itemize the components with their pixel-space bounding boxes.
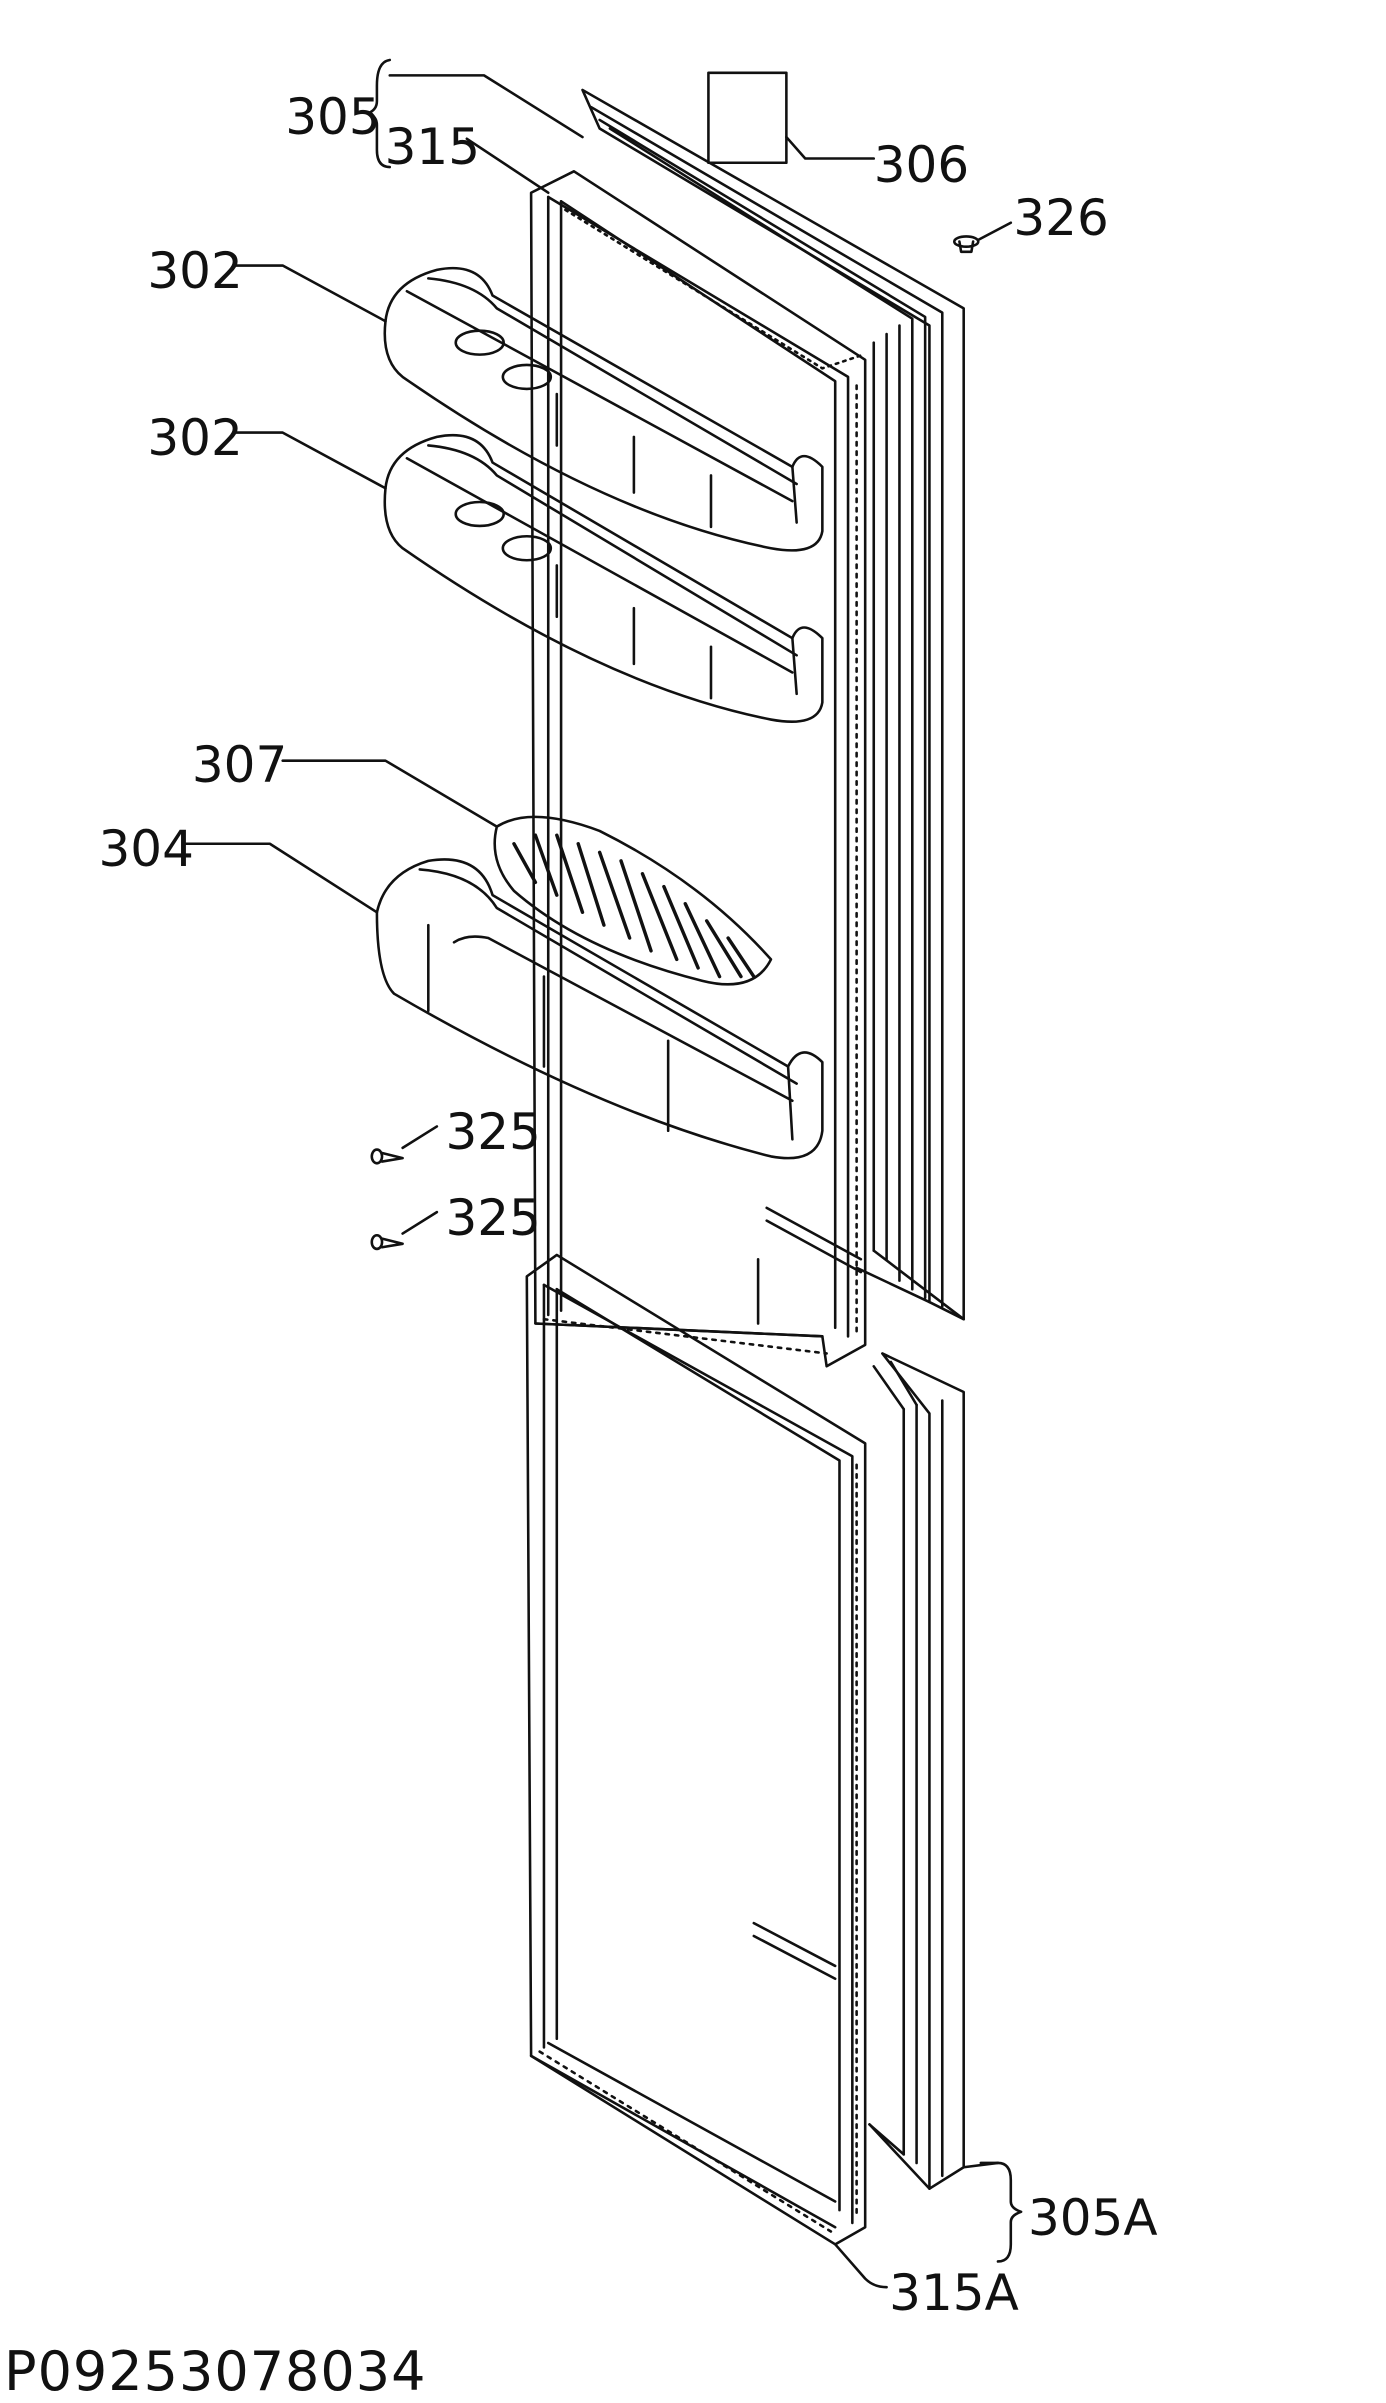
label-315A: 315A (889, 2264, 1019, 2323)
screw-bottom-icon (370, 1233, 404, 1251)
label-326: 326 (1013, 188, 1109, 247)
leader-lines (182, 58, 1023, 2289)
label-305: 305 (285, 87, 381, 146)
label-plate (707, 71, 788, 165)
bottle-shelf (375, 858, 824, 1160)
label-306: 306 (873, 135, 970, 194)
label-315: 315 (384, 117, 481, 176)
door-shelf-second (383, 433, 824, 723)
screw-top-icon (370, 1148, 404, 1165)
label-325-top: 325 (445, 1102, 541, 1161)
label-302-top: 302 (147, 241, 243, 300)
door-shelf-top (383, 266, 824, 552)
upper-door-panel (581, 88, 965, 1321)
rack-insert (493, 815, 773, 986)
lower-door-panel (868, 1352, 965, 2190)
lower-gasket (525, 1253, 867, 2246)
label-302-second: 302 (147, 408, 243, 467)
label-305A: 305A (1027, 2188, 1158, 2247)
drawing-code: P09253078034 (4, 2340, 427, 2403)
label-325-bottom: 325 (445, 1189, 541, 1248)
upper-gasket (529, 170, 867, 1368)
label-307: 307 (191, 736, 288, 795)
plug-icon (952, 235, 980, 254)
label-304: 304 (98, 820, 194, 879)
